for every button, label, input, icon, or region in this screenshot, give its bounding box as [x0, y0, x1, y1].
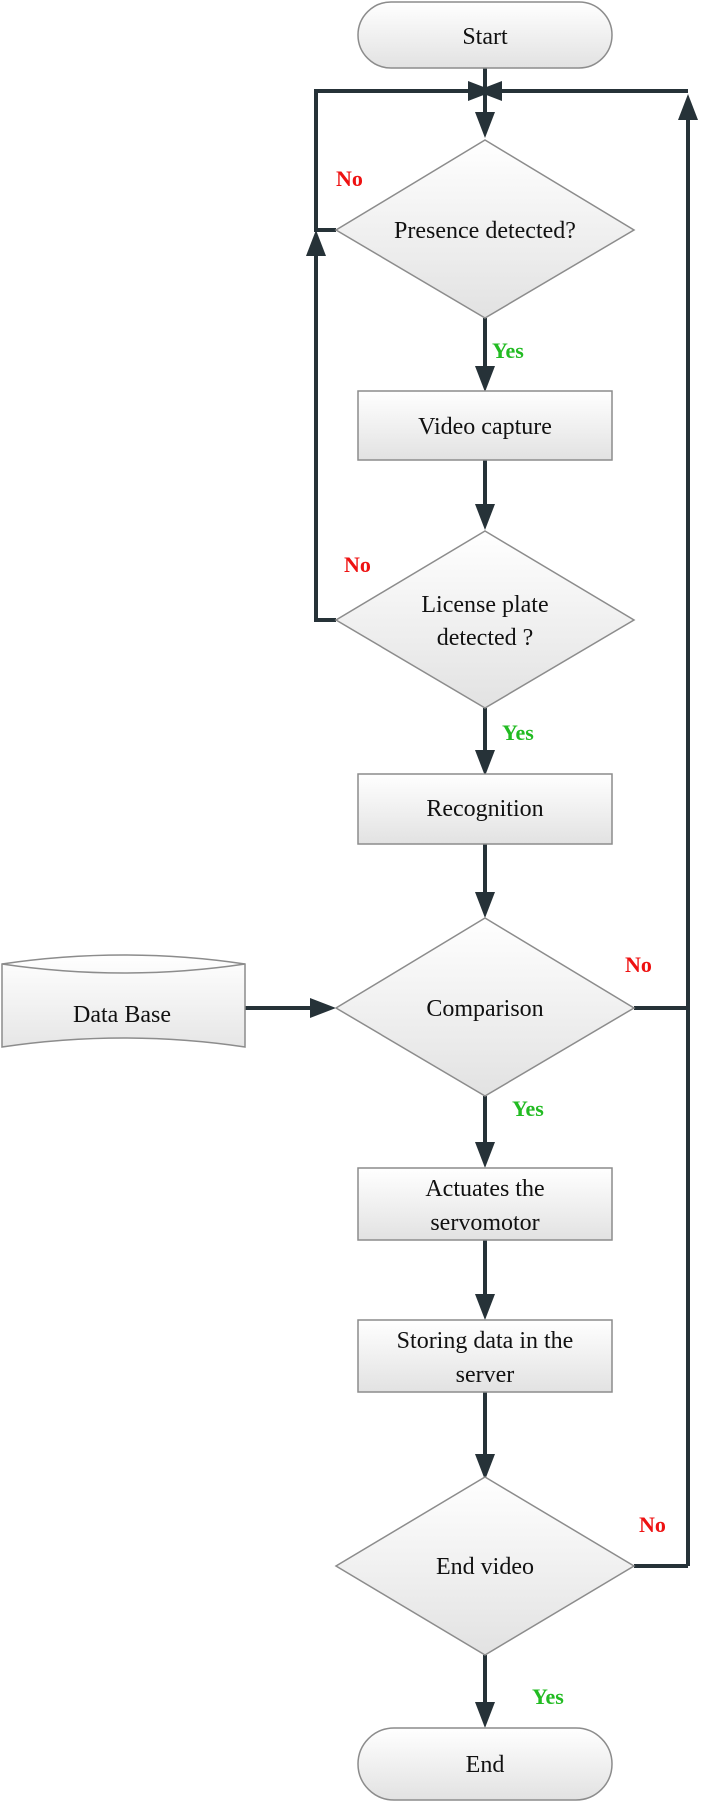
arrowhead-right-loop-up — [678, 94, 698, 120]
presence-yes-label: Yes — [492, 338, 524, 363]
presence-no-label: No — [336, 166, 363, 191]
video-capture-label: Video capture — [418, 414, 552, 440]
storing-process — [357, 1319, 613, 1393]
start-label: Start — [462, 24, 508, 50]
branch-labels: No Yes No Yes No Yes No Yes — [336, 166, 666, 1709]
arrowhead-left-loop-up — [306, 230, 326, 256]
actuates-label-line1: Actuates the — [425, 1176, 544, 1202]
endvideo-label: End video — [436, 1554, 534, 1580]
actuates-label-line2: servomotor — [430, 1210, 539, 1236]
plate-label-line1: License plate — [421, 592, 548, 618]
video-capture-process — [357, 390, 613, 461]
arrowhead-merge-top-right — [476, 81, 502, 101]
arrowhead-into-presence — [475, 112, 495, 138]
shapes — [1, 1, 636, 1801]
arrowhead-database-to-comparison — [310, 998, 336, 1018]
comparison-label: Comparison — [426, 996, 543, 1022]
connector-presence-no-loop — [314, 89, 470, 232]
arrowhead-into-recognition — [475, 750, 495, 776]
endvideo-yes-label: Yes — [532, 1684, 564, 1709]
arrowhead-into-endvideo — [475, 1454, 495, 1480]
recognition-process — [357, 773, 613, 845]
presence-label: Presence detected? — [394, 218, 576, 244]
arrowhead-into-comparison — [475, 892, 495, 918]
node-labels: Start Presence detected? Video capture L… — [73, 24, 576, 1778]
comparison-yes-label: Yes — [512, 1096, 544, 1121]
database-top-rim — [1, 963, 246, 974]
arrowhead-into-storing — [475, 1294, 495, 1320]
arrowheads — [306, 81, 698, 1728]
database-label: Data Base — [73, 1002, 171, 1028]
arrowhead-into-end — [475, 1702, 495, 1728]
plate-decision — [334, 530, 636, 709]
database-store — [1, 954, 246, 1048]
recognition-label: Recognition — [426, 796, 543, 822]
arrowhead-into-actuates — [475, 1142, 495, 1168]
connectors — [245, 68, 690, 1718]
arrowhead-into-plate — [475, 504, 495, 530]
storing-label-line2: server — [456, 1362, 515, 1388]
connector-comparison-no-loop — [634, 1006, 690, 1566]
comparison-decision — [334, 917, 636, 1097]
start-terminator — [357, 1, 613, 69]
end-label: End — [466, 1752, 505, 1778]
end-terminator — [357, 1727, 613, 1801]
storing-label-line1: Storing data in the — [397, 1328, 574, 1354]
plate-label-line2: detected ? — [437, 625, 534, 651]
presence-decision — [334, 139, 636, 319]
endvideo-decision — [334, 1476, 636, 1656]
plate-no-label: No — [344, 552, 371, 577]
plate-yes-label: Yes — [502, 720, 534, 745]
connector-plate-no-loop — [314, 248, 336, 622]
actuates-process — [357, 1167, 613, 1241]
endvideo-no-label: No — [639, 1512, 666, 1537]
arrowhead-into-video — [475, 366, 495, 392]
comparison-no-label: No — [625, 952, 652, 977]
